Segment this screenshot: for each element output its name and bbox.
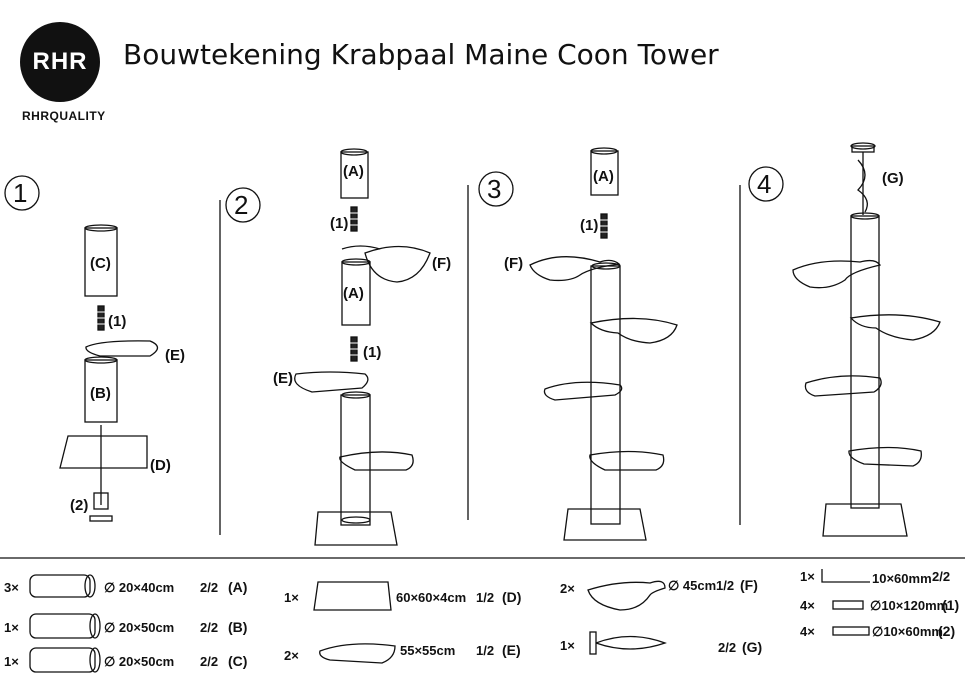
label-a: (A) <box>343 163 364 180</box>
part-dim: ∅ 20×40cm <box>104 580 174 595</box>
label-1: (1) <box>330 215 348 232</box>
page-title: Bouwtekening Krabpaal Maine Coon Tower <box>123 38 719 71</box>
part-id: (E) <box>502 642 521 658</box>
step-circle <box>748 166 784 202</box>
part-id: (B) <box>228 619 247 635</box>
step2-drawing <box>294 148 431 546</box>
part-count: 2/2 <box>200 654 218 669</box>
part-count: 1/2 <box>476 590 494 605</box>
part-id: (A) <box>228 579 247 595</box>
label-c: (C) <box>90 255 111 272</box>
bolt <box>348 336 360 362</box>
part-count: 2/2 <box>200 620 218 635</box>
step4-drawing <box>792 142 941 537</box>
logo: RHR <box>20 22 100 102</box>
parts-legend <box>29 569 870 673</box>
label-a: (A) <box>343 285 364 302</box>
step-number: 4 <box>757 169 771 199</box>
part-qty: 2× <box>560 581 575 596</box>
part-dim: ∅ 45cm <box>668 578 716 593</box>
part-dim: ∅ 20×50cm <box>104 654 174 669</box>
part-qty: 4× <box>800 598 815 613</box>
part-id: (G) <box>742 639 762 655</box>
step-number: 2 <box>234 190 248 220</box>
part-qty: 3× <box>4 580 19 595</box>
part-dim: 60×60×4cm <box>396 590 466 605</box>
part-qty: 4× <box>800 624 815 639</box>
part-id: (F) <box>740 577 758 593</box>
label-d: (D) <box>150 457 171 474</box>
part-dim: ∅ 20×50cm <box>104 620 174 635</box>
step-circle <box>478 171 514 207</box>
part-qty: 2× <box>284 648 299 663</box>
label-a: (A) <box>593 168 614 185</box>
part-count: 1/2 <box>716 578 734 593</box>
bolt <box>348 206 360 232</box>
label-1: (1) <box>363 344 381 361</box>
step3-drawing <box>529 147 678 541</box>
label-1: (1) <box>108 313 126 330</box>
label-2: (2) <box>70 497 88 514</box>
logo-text: RHR <box>32 48 88 75</box>
label-1: (1) <box>580 217 598 234</box>
bolt <box>95 305 107 331</box>
part-id: (1) <box>942 597 959 613</box>
bolt <box>598 213 610 239</box>
part-qty: 1× <box>4 654 19 669</box>
step-circle <box>225 187 261 223</box>
part-id: (C) <box>228 653 247 669</box>
part-count: 2/2 <box>718 640 736 655</box>
part-qty: 1× <box>4 620 19 635</box>
step-circle <box>4 175 40 211</box>
part-qty: 1× <box>284 590 299 605</box>
label-f: (F) <box>432 255 451 272</box>
step1-drawing <box>59 224 159 522</box>
part-count: 2/2 <box>932 569 950 584</box>
part-id: (2) <box>938 623 955 639</box>
part-qty: 1× <box>560 638 575 653</box>
part-dim: ∅10×120mm <box>870 598 948 613</box>
label-e: (E) <box>273 370 293 387</box>
part-dim: ∅10×60mm <box>872 624 943 639</box>
label-g: (G) <box>882 170 904 187</box>
part-dim: 55×55cm <box>400 643 455 658</box>
step-number: 3 <box>487 174 501 204</box>
part-count: 1/2 <box>476 643 494 658</box>
brand-name: RHRQUALITY <box>22 109 106 123</box>
part-id: (D) <box>502 589 521 605</box>
part-qty: 1× <box>800 569 815 584</box>
part-count: 2/2 <box>200 580 218 595</box>
label-b: (B) <box>90 385 111 402</box>
step-number: 1 <box>13 178 27 208</box>
label-f: (F) <box>504 255 523 272</box>
part-dim: 10×60mm <box>872 571 932 586</box>
label-e: (E) <box>165 347 185 364</box>
